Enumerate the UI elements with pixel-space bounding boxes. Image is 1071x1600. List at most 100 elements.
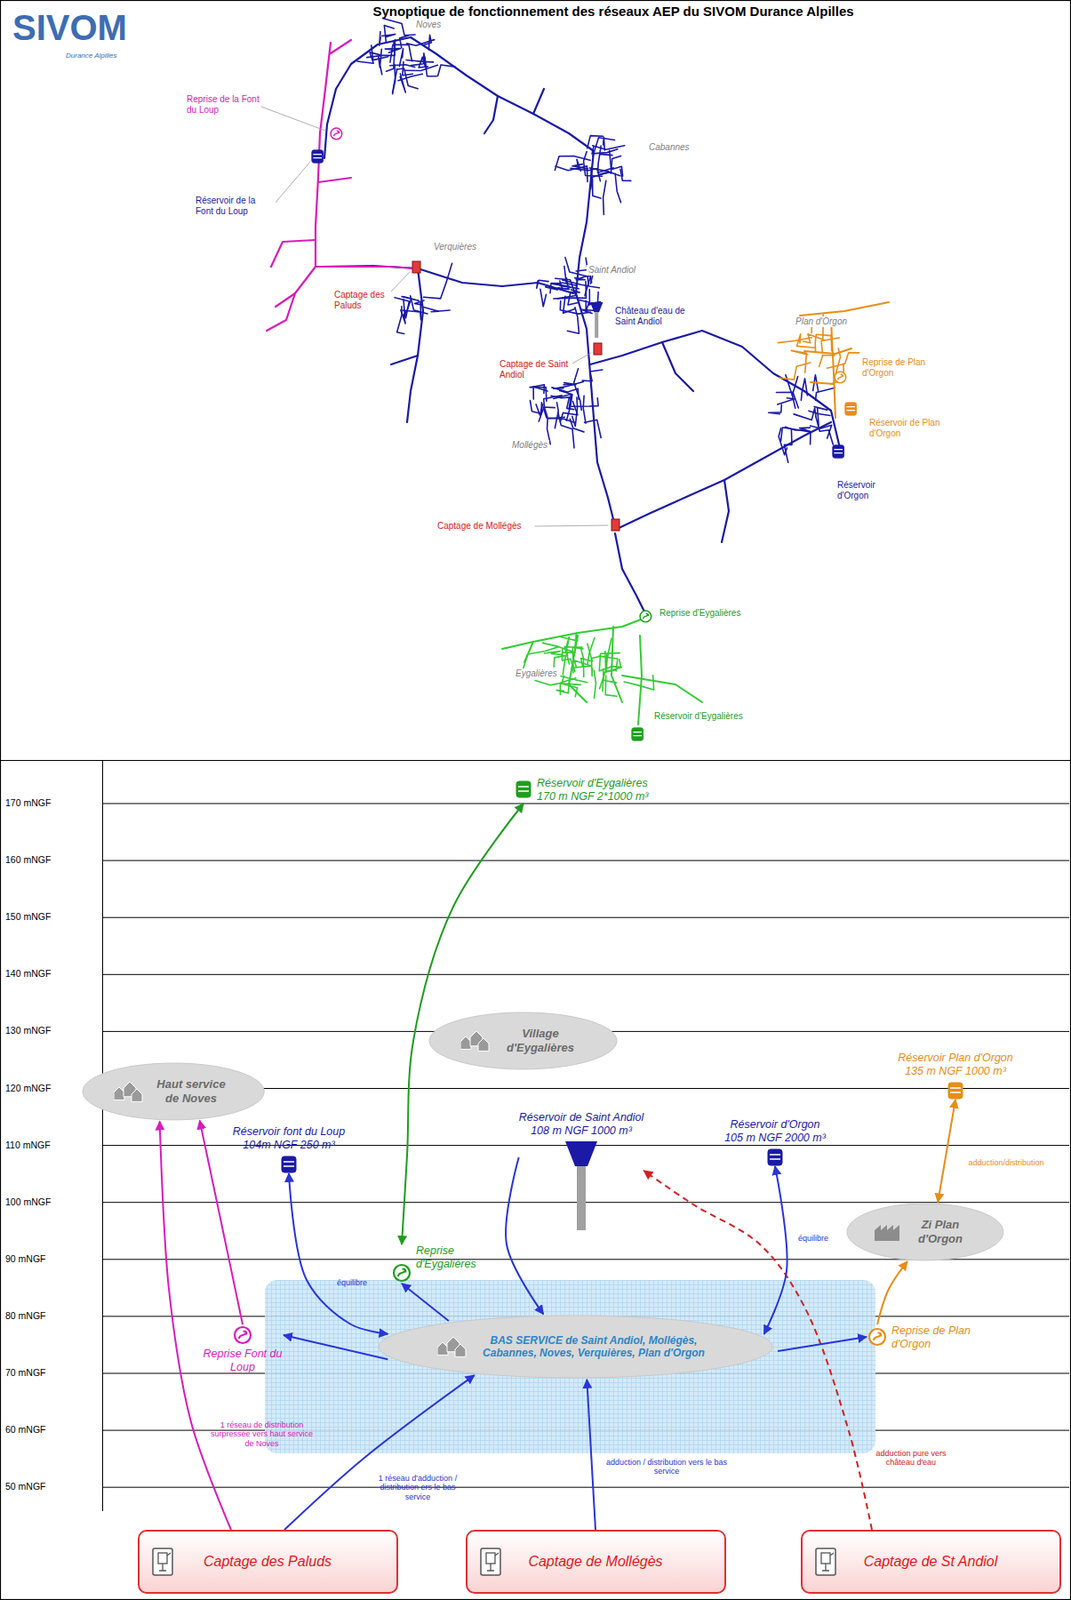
well-symbol: [151, 1547, 174, 1576]
houses-symbol: [437, 1334, 468, 1359]
reservoir-node: Réservoir d'Orgon105 m NGF 2000 m³: [724, 1118, 826, 1167]
street-pipe: [575, 275, 589, 280]
elevation-label: 50 mNGF: [5, 1480, 47, 1492]
well-symbol: [159, 1552, 171, 1571]
ellipse-shape: [82, 1063, 264, 1120]
service-area-ellipse: BAS SERVICE de Saint Andiol, Mollégès, C…: [377, 1314, 774, 1379]
street-pipe: [582, 369, 603, 382]
reservoir-symbol: [948, 1082, 963, 1099]
street-pipe: [399, 73, 406, 93]
street-pipe: [399, 35, 409, 48]
map-callout: Reprise de Plan d'Orgon: [860, 357, 936, 378]
well-symbol: [486, 1552, 496, 1564]
street-pipe: [583, 395, 586, 424]
pipe: [410, 37, 594, 152]
water-tower-symbol: [565, 1141, 598, 1231]
place-name: Mollégès: [510, 439, 550, 451]
water-tower-symbol: [590, 302, 603, 338]
ellipse-content: Village d'Eygalières: [460, 1026, 585, 1055]
elevation-gridline: [102, 974, 1070, 976]
elevation-label: 160 mNGF: [5, 854, 51, 865]
reservoir-symbol: [769, 1154, 781, 1159]
street-pipe: [529, 387, 547, 402]
pump-symbol: [393, 1264, 410, 1281]
pump-symbol: [643, 613, 649, 619]
node-text: Village d'Eygalières: [495, 1026, 585, 1055]
houses-symbol: [455, 1343, 466, 1357]
map-callout: Château d'eau de Saint Andiol: [613, 305, 694, 327]
street-pipe: [567, 293, 580, 305]
street-pipe: [592, 179, 601, 199]
pipe: [330, 39, 352, 54]
pipe: [315, 266, 415, 269]
elevation-label: 130 mNGF: [5, 1024, 51, 1036]
street-pipe: [563, 295, 576, 313]
well-symbol: [412, 261, 421, 273]
street-pipe: [593, 670, 596, 698]
pipe-connector: [401, 1283, 449, 1321]
place-name: Plan d'Orgon: [793, 316, 849, 328]
panel-divider: [0, 759, 1071, 761]
street-pipe: [793, 407, 816, 420]
map-callout: Réservoir de Plan d'Orgon: [867, 417, 952, 439]
reservoir-node: Réservoir Plan d'Orgon135 m NGF 1000 m³: [897, 1051, 1014, 1100]
node-text: 105 m NGF 2000 m³: [724, 1131, 826, 1145]
well-symbol: [480, 1548, 501, 1575]
street-pipe: [540, 288, 547, 306]
street-pipe: [551, 387, 579, 400]
elevation-gridline: [102, 1486, 1070, 1488]
logo-text: Durance Alpilles: [65, 51, 118, 60]
text-group: Captage de St Andiol: [863, 1552, 999, 1570]
street-pipe: [567, 307, 579, 334]
street-pipe: [554, 402, 559, 429]
street-pipe: [590, 167, 593, 176]
text-group: Réservoir Plan d'Orgon135 m NGF 1000 m³: [897, 1051, 1014, 1079]
street-pipe: [610, 155, 621, 174]
node-text: Captage de Mollégès: [527, 1552, 663, 1570]
well-symbol: [158, 1552, 168, 1564]
text-group: Village d'Eygalières: [495, 1026, 585, 1055]
street-pipe: [423, 263, 453, 299]
pipe: [484, 95, 498, 134]
street-pipe: [543, 642, 576, 653]
node-text: 108 m NGF 1000 m³: [519, 1124, 645, 1138]
street-pipe: [572, 647, 582, 673]
water-tower-symbol: [594, 311, 599, 338]
street-pipe: [399, 48, 403, 67]
street-pipe: [574, 368, 583, 411]
street-pipe: [378, 48, 383, 74]
elevation-gridline: [102, 860, 1070, 862]
elevation-label: 100 mNGF: [5, 1196, 51, 1207]
well-symbol: [479, 1547, 502, 1576]
factory-symbol: [874, 1224, 900, 1241]
houses-symbol: [131, 1088, 143, 1102]
text-group: Captage de Mollégès: [527, 1552, 663, 1570]
pipe-connector: [937, 1099, 956, 1202]
water-tower-symbol: [565, 1141, 598, 1167]
service-area-ellipse: Zi Plan d'Orgon: [846, 1202, 1005, 1262]
map-callout: Captage de Mollégès: [435, 520, 524, 532]
node-text: Captage des Paluds: [203, 1552, 332, 1570]
street-pipe: [615, 173, 621, 203]
street-pipe: [831, 335, 832, 352]
reservoir-symbol: [311, 150, 324, 163]
elevation-label: 70 mNGF: [5, 1366, 47, 1378]
street-pipe: [815, 387, 836, 400]
street-pipe: [591, 655, 600, 676]
houses-symbol: [113, 1079, 144, 1103]
street-pipe: [808, 410, 831, 416]
low-service-zone: [264, 1279, 876, 1454]
ellipse-content: Haut service de Noves: [113, 1077, 234, 1105]
connector-label: adduction/distribution: [961, 1158, 1051, 1167]
reservoir-symbol: [631, 727, 644, 741]
pipe: [533, 88, 544, 114]
well-symbol: [611, 519, 620, 531]
well-symbol: [821, 1552, 831, 1564]
connector-label: 1 réseau de distribution surpressée vers…: [206, 1420, 318, 1448]
street-pipe: [543, 651, 561, 656]
street-pipe: [561, 266, 576, 286]
text-group: BAS SERVICE de Saint Andiol, Mollégès, C…: [472, 1334, 715, 1360]
reservoir-symbol: [632, 732, 642, 736]
